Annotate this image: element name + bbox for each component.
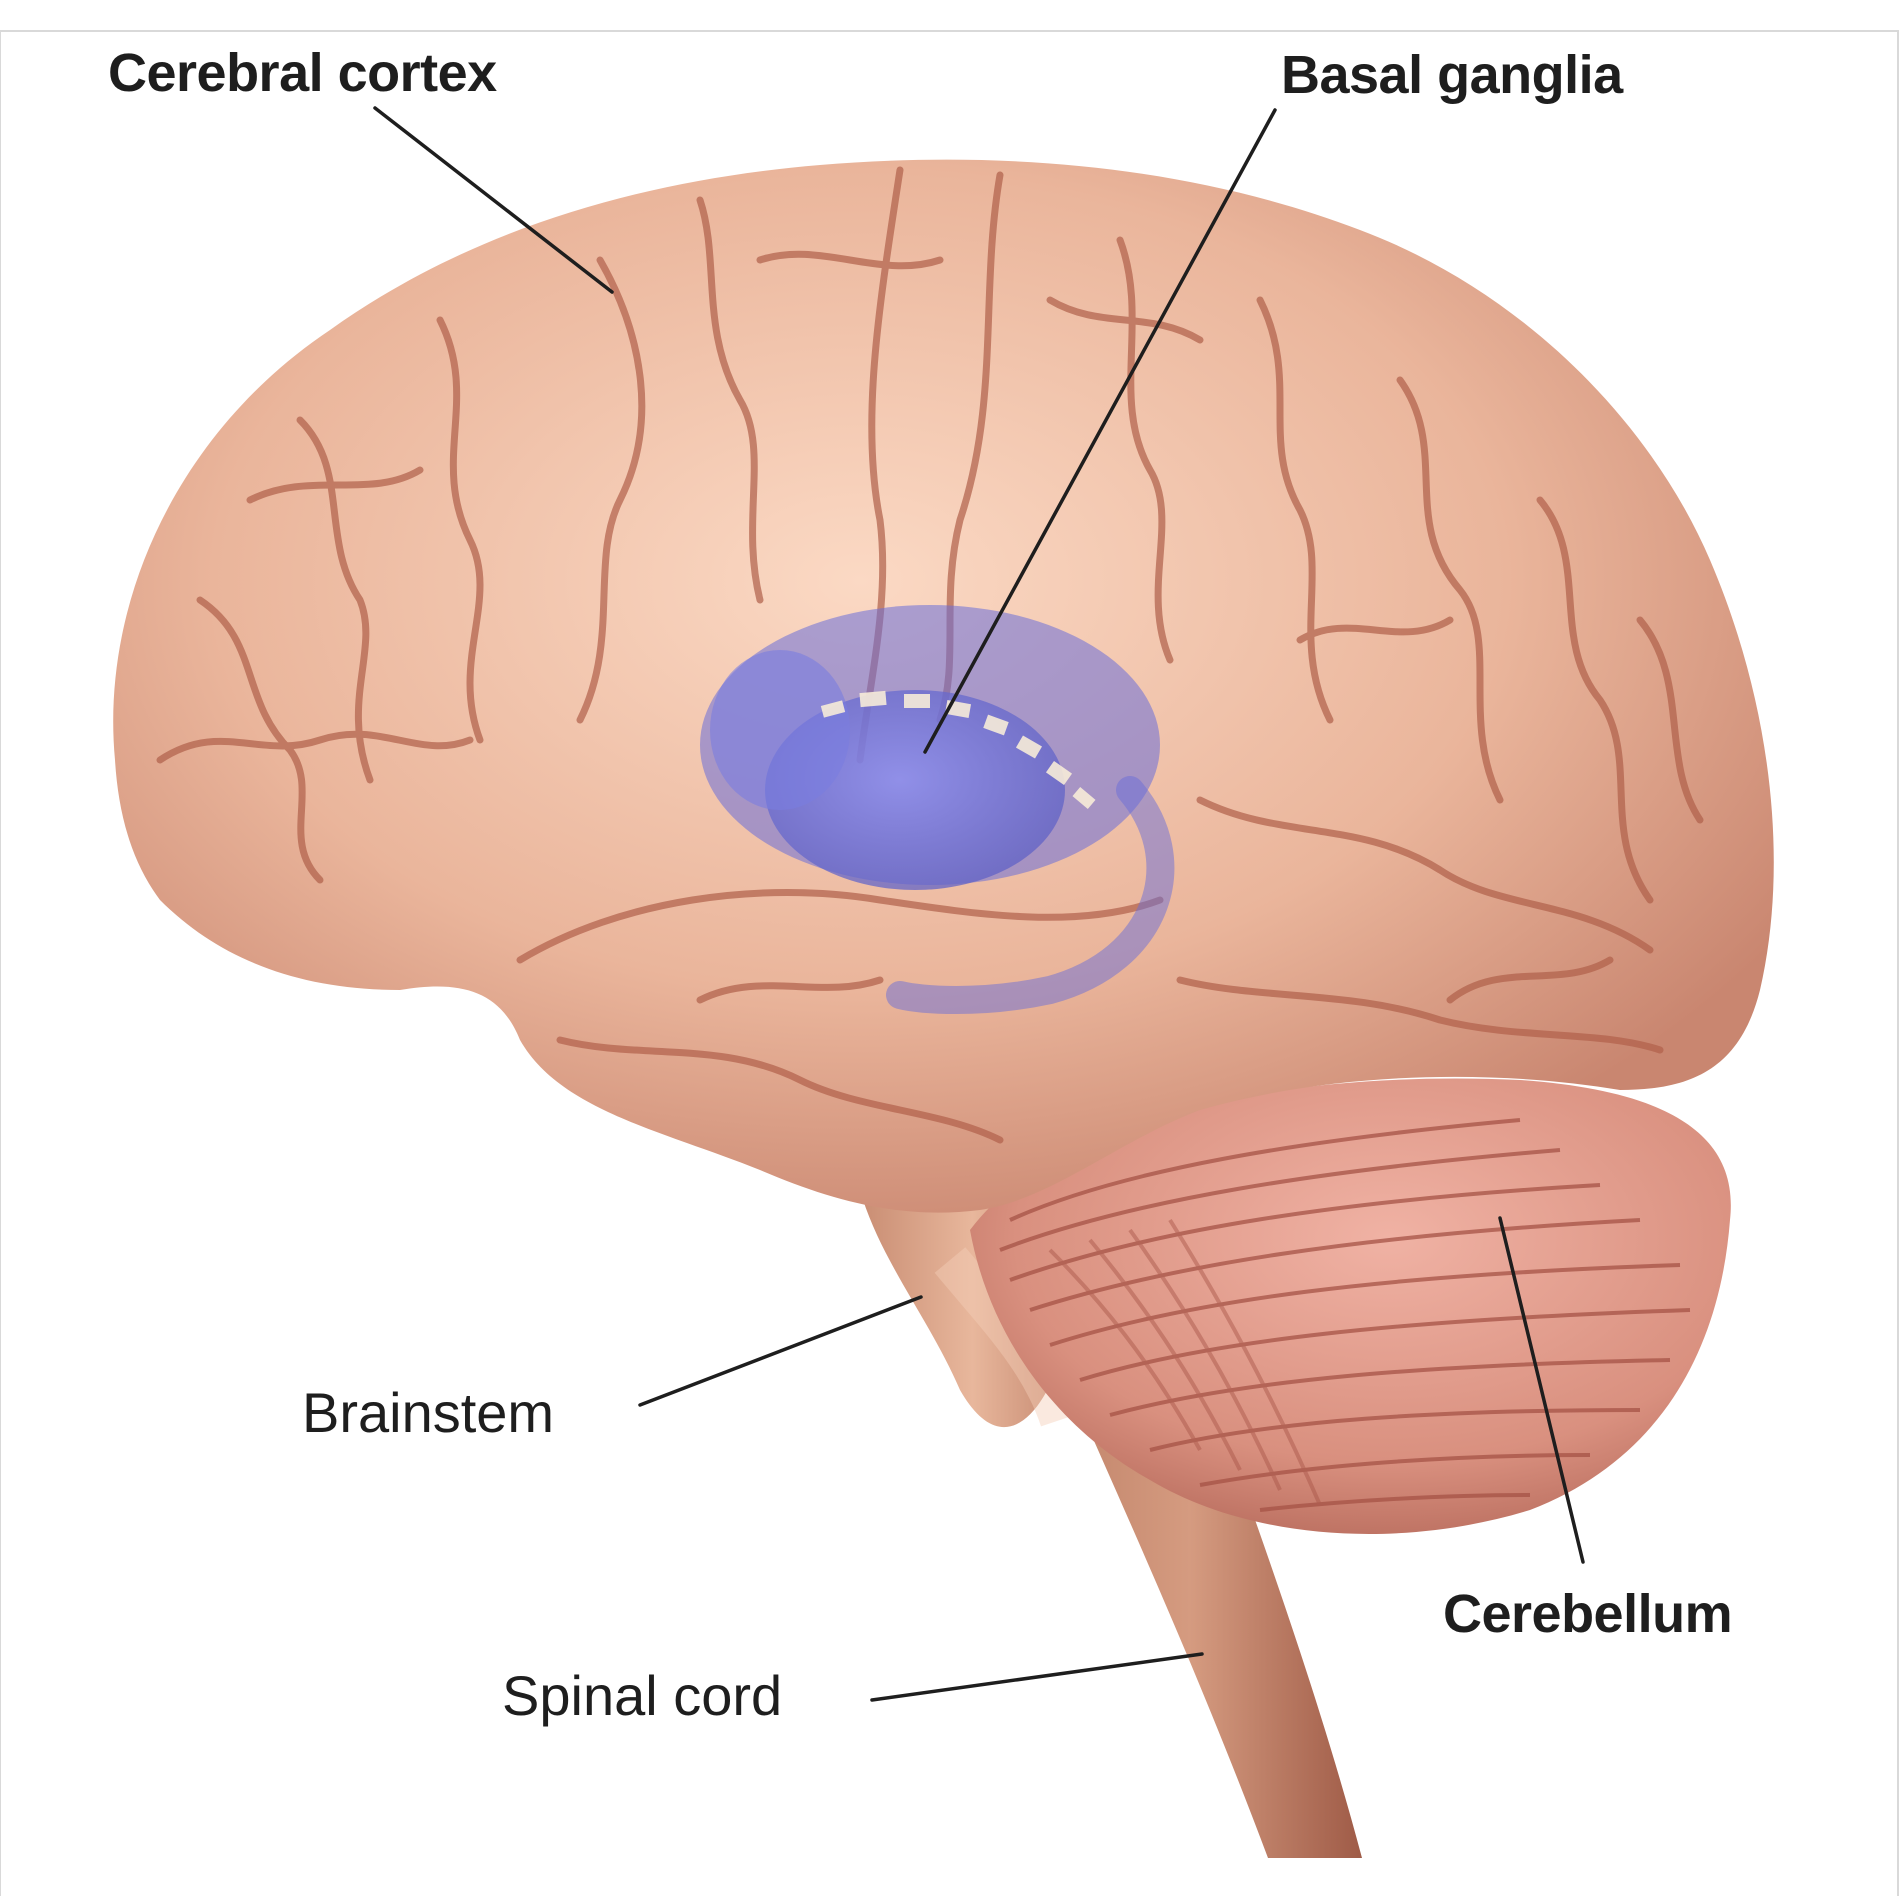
label-cerebral-cortex: Cerebral cortex (108, 43, 497, 103)
label-brainstem: Brainstem (302, 1381, 555, 1444)
leader-line-brainstem (638, 1295, 923, 1407)
label-basal-ganglia: Basal ganglia (1281, 45, 1623, 105)
cerebellum-folia (999, 1118, 1691, 1512)
leader-line-cerebral-cortex (373, 106, 614, 294)
leader-lines (373, 106, 1585, 1702)
label-cerebellum: Cerebellum (1443, 1584, 1733, 1644)
label-spinal-cord: Spinal cord (502, 1664, 783, 1727)
spinal-cord-shape (1050, 1340, 1362, 1858)
leader-line-cerebellum (1498, 1216, 1585, 1564)
cerebellum-shape (970, 1078, 1731, 1534)
leader-line-spinal-cord (870, 1652, 1204, 1702)
leader-line-basal-ganglia (923, 108, 1277, 754)
